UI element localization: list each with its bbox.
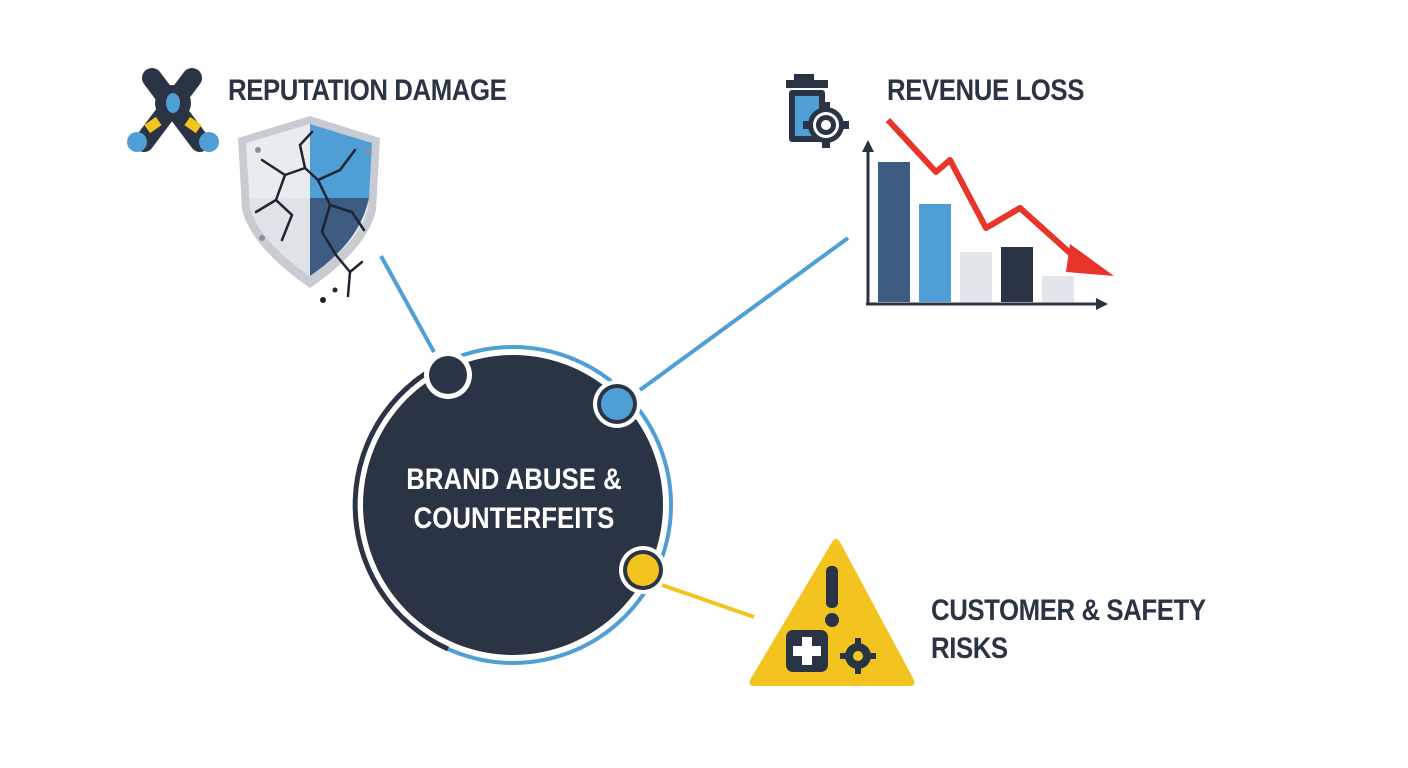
central-hub-label-line1: BRAND ABUSE & [406,463,622,496]
reputation-damage-label: REPUTATION DAMAGE [228,74,507,107]
connector-customer [661,583,755,619]
central-hub-label-line2: COUNTERFEITS [413,502,615,535]
trash-gear-icon [786,74,849,148]
connector-revenue [638,236,850,392]
connector-reputation [379,255,436,353]
customer-safety-label: CUSTOMER & SAFETY RISKS [931,592,1206,668]
broken-shield-icon [238,116,380,303]
hub-dot-revenue [593,380,641,428]
warning-triangle-icon [749,539,915,686]
hub-dot-reputation [424,351,472,399]
declining-bar-chart-icon [862,117,1114,310]
customer-safety-label-line1: CUSTOMER & SAFETY [931,594,1206,627]
central-hub-label: BRAND ABUSE & COUNTERFEITS [382,460,647,538]
central-hub [352,345,673,665]
revenue-loss-label: REVENUE LOSS [887,74,1084,107]
customer-safety-label-line2: RISKS [931,632,1008,665]
hub-dot-customer [619,546,667,594]
crossed-tools-icon [127,68,219,152]
